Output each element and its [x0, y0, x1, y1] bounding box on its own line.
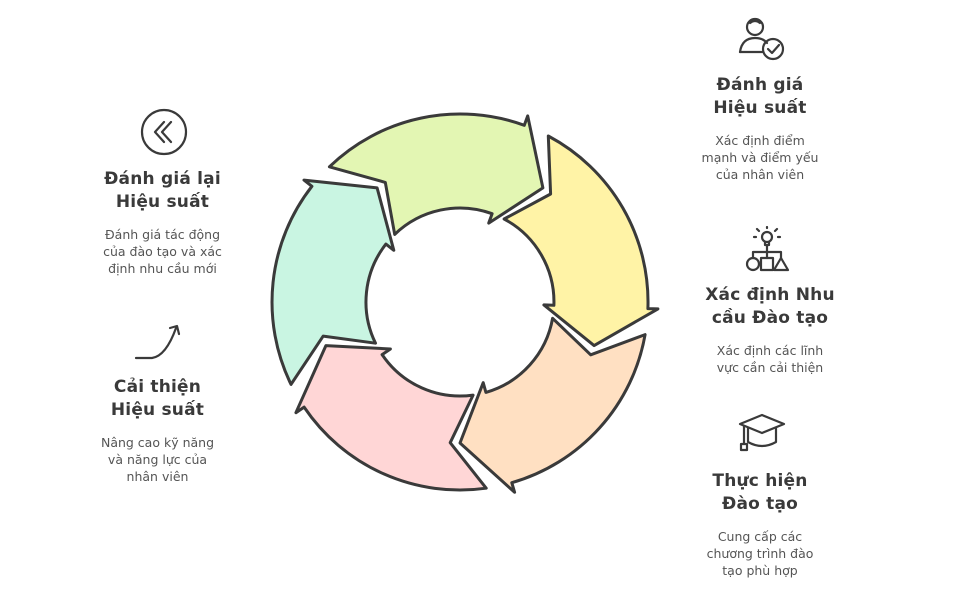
lightbulb-shapes-icon: [741, 226, 793, 274]
step-reevaluate-title: Đánh giá lại Hiệu suất: [104, 169, 221, 212]
trend-arrow-icon: [132, 320, 184, 364]
step-implement-desc: Cung cấp các chương trình đào tạo phù hợ…: [706, 529, 814, 578]
step-needs-title: Xác định Nhu cầu Đào tạo: [705, 285, 835, 328]
step-needs-desc: Xác định các lĩnh vực cần cải thiện: [716, 343, 824, 375]
step-implement-title: Thực hiện Đào tạo: [712, 471, 808, 514]
step-evaluate-desc: Xác định điểm mạnh và điểm yếu của nhân …: [701, 133, 819, 182]
step-improve: Cải thiện Hiệu suất Nâng cao kỹ năng và …: [70, 376, 245, 485]
step-implement: Thực hiện Đào tạo Cung cấp các chương tr…: [670, 470, 850, 579]
graduation-cap-icon: [736, 410, 788, 456]
person-check-icon: [735, 14, 787, 64]
step-evaluate: Đánh giá Hiệu suất Xác định điểm mạnh và…: [670, 74, 850, 183]
back-circle-icon: [139, 107, 189, 157]
step-reevaluate: Đánh giá lại Hiệu suất Đánh giá tác động…: [70, 168, 255, 277]
step-improve-desc: Nâng cao kỹ năng và năng lực của nhân vi…: [100, 435, 215, 484]
segment-pink: [294, 344, 488, 492]
step-reevaluate-desc: Đánh giá tác động của đào tạo và xác địn…: [103, 227, 222, 276]
step-improve-title: Cải thiện Hiệu suất: [110, 377, 205, 420]
step-needs: Xác định Nhu cầu Đào tạo Xác định các lĩ…: [670, 284, 870, 376]
segment-yellow: [502, 134, 660, 348]
segment-mint: [270, 178, 396, 386]
segment-orange: [458, 316, 647, 494]
segment-green: [327, 112, 545, 236]
step-evaluate-title: Đánh giá Hiệu suất: [713, 75, 807, 118]
